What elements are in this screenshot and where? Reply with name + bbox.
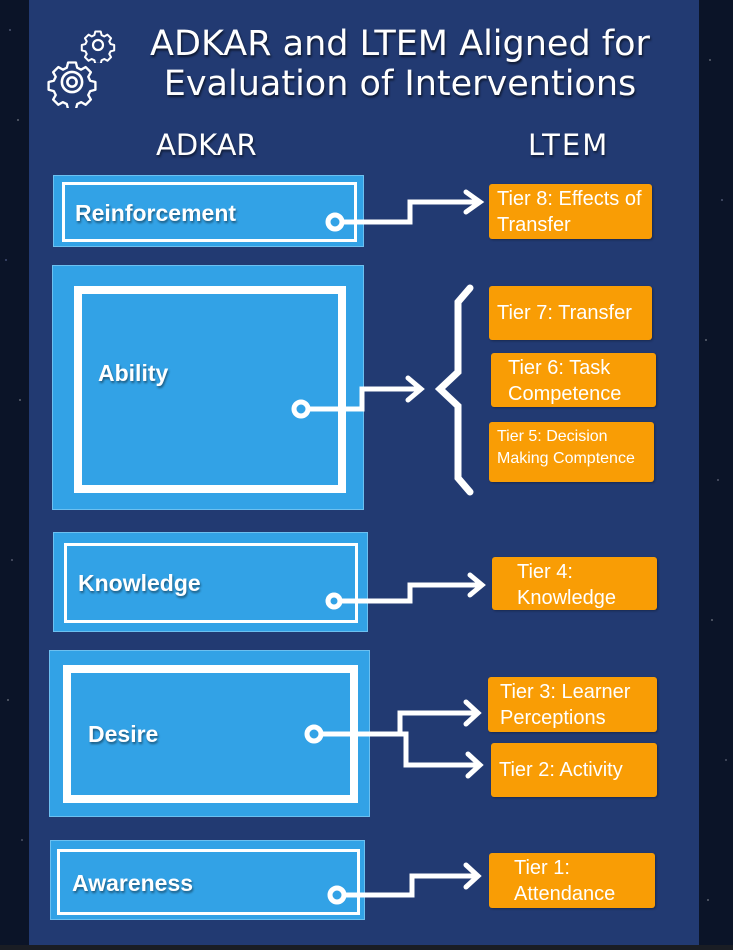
ltem-column-header: LTEM	[528, 128, 610, 162]
connector-knowledge	[325, 572, 486, 610]
tier-text: Tier 6: Task	[508, 357, 611, 379]
inner-frame	[57, 849, 360, 915]
tier-text: Tier 1:	[514, 857, 570, 879]
tier-text: Perceptions	[500, 707, 606, 729]
tier-text: Attendance	[514, 883, 616, 905]
tier-text: Tier 8: Effects of	[497, 188, 642, 210]
gear-large-icon	[47, 61, 97, 108]
adkar-box-knowledge: Knowledge	[53, 532, 368, 632]
connector-reinforcement	[325, 189, 485, 232]
adkar-label-knowledge: Knowledge	[78, 570, 201, 596]
tier-text: Competence	[508, 383, 622, 405]
tier-text: Transfer	[497, 214, 571, 236]
adkar-label-desire: Desire	[88, 721, 159, 747]
tier-text: Tier 5: Decision	[497, 428, 608, 445]
tier-text: Tier 7: Transfer	[497, 302, 632, 324]
inner-frame	[64, 543, 358, 623]
connector-ability	[291, 375, 425, 419]
inner-frame	[62, 182, 357, 242]
adkar-column-header: ADKAR	[156, 128, 257, 162]
title-line-1: ADKAR and LTEM Aligned for	[150, 24, 650, 64]
tier-text: Tier 4:	[517, 561, 573, 583]
tier-text: Knowledge	[517, 587, 616, 609]
title-line-2: Evaluation of Interventions	[163, 64, 637, 104]
page-title: ADKAR and LTEM Aligned for Evaluation of…	[100, 24, 700, 104]
ltem-tier-5: Tier 5: Decision Making Comptence	[489, 422, 654, 482]
tier-text: Tier 2: Activity	[499, 759, 623, 781]
adkar-label-reinforcement: Reinforcement	[75, 200, 237, 226]
ltem-tier-4: Tier 4: Knowledge	[492, 557, 657, 610]
adkar-box-awareness: Awareness	[50, 840, 365, 920]
tier-text: Tier 3: Learner	[500, 681, 631, 703]
ltem-tier-7: Tier 7: Transfer	[489, 286, 652, 340]
ltem-tier-1: Tier 1: Attendance	[489, 853, 655, 908]
tier-text: Making Comptence	[497, 450, 635, 467]
inner-frame	[74, 286, 346, 493]
connector-desire	[304, 699, 484, 779]
brace	[434, 284, 474, 496]
adkar-box-ability: Ability	[52, 265, 364, 510]
adkar-label-awareness: Awareness	[72, 870, 194, 896]
bottom-bar	[0, 945, 733, 950]
ltem-tier-2: Tier 2: Activity	[491, 743, 657, 797]
ltem-tier-8: Tier 8: Effects of Transfer	[489, 184, 652, 239]
connector-awareness	[327, 862, 482, 905]
gear-small-icon	[80, 30, 116, 63]
ltem-tier-6: Tier 6: Task Competence	[491, 353, 656, 407]
adkar-box-reinforcement: Reinforcement	[53, 175, 364, 247]
ltem-tier-3: Tier 3: Learner Perceptions	[488, 677, 657, 732]
adkar-label-ability: Ability	[98, 360, 169, 386]
